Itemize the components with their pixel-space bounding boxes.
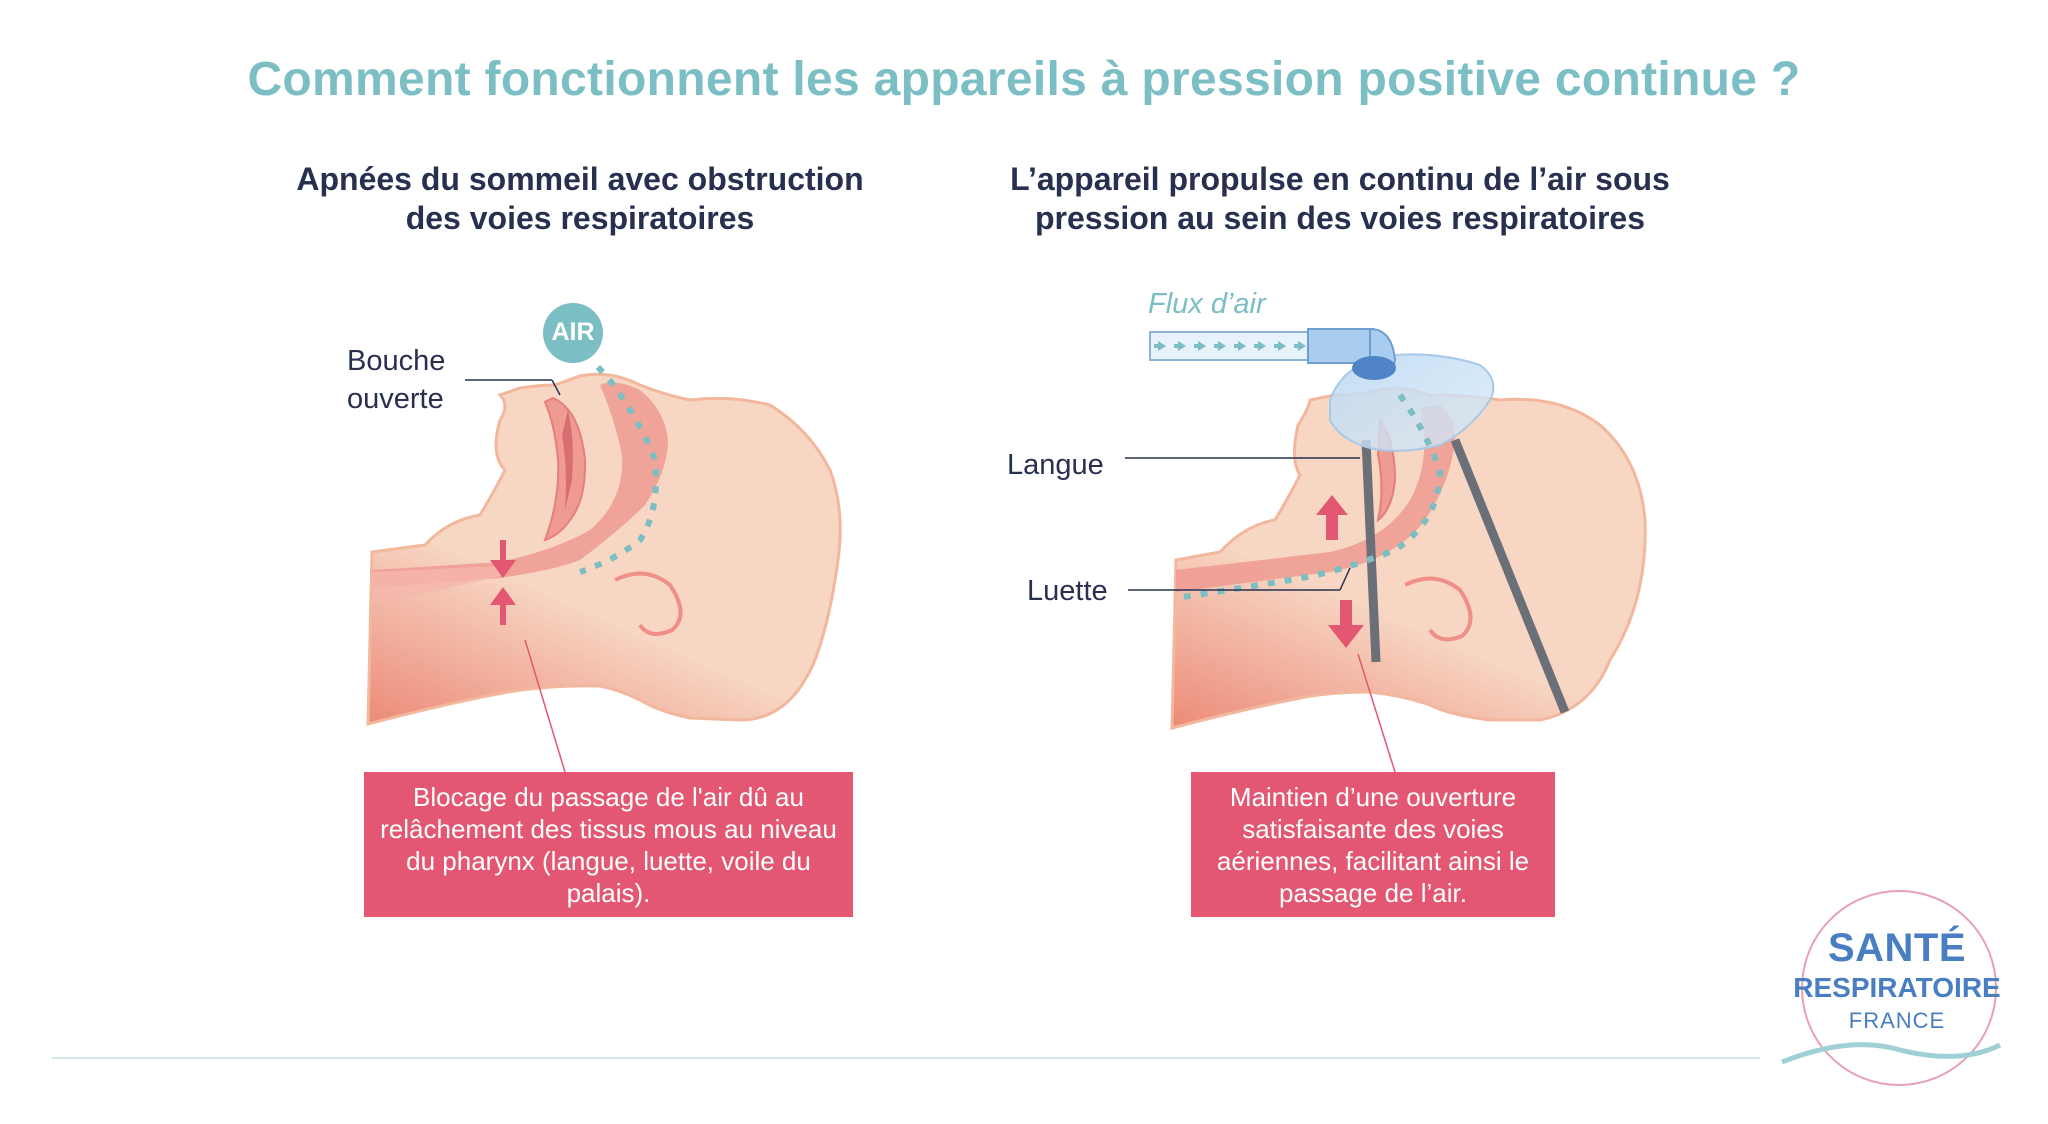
uvula-label: Luette [1027, 575, 1108, 607]
mouth-label: Bouche ouverte [347, 342, 445, 418]
flux-label: Flux d’air [1148, 288, 1266, 320]
left-heading-line1: Apnées du sommeil avec obstruction [296, 161, 864, 197]
right-callout-leader [1357, 653, 1396, 773]
mouth-label-line1: Bouche [347, 345, 446, 377]
logo-line-sante: SANTÉ [1827, 926, 1967, 970]
tongue-label: Langue [1007, 449, 1104, 481]
logo-line-respiratoire: RESPIRATOIRE [1793, 972, 2001, 1003]
logo-ring [1801, 890, 1997, 1086]
cpap-tube [1149, 327, 1397, 380]
air-badge-text: AIR [551, 318, 595, 346]
left-head [366, 364, 842, 726]
right-heading-line1: L’appareil propulse en continu de l’air … [1010, 161, 1670, 197]
mouth-leader-tick [551, 379, 561, 396]
right-heading: L’appareil propulse en continu de l’air … [960, 160, 1720, 238]
page-title: Comment fonctionnent les appareils à pre… [247, 53, 1801, 106]
uvula-leader-tick [1339, 567, 1351, 591]
logo-line-france: FRANCE [1848, 1008, 1946, 1033]
left-heading: Apnées du sommeil avec obstruction des v… [230, 160, 930, 238]
right-heading-line2: pression au sein des voies respiratoires [1034, 200, 1646, 236]
left-callout-leader [524, 639, 566, 773]
air-badge [543, 303, 603, 363]
left-heading-line2: des voies respiratoires [405, 200, 755, 236]
logo-wave [1781, 1042, 2002, 1065]
left-callout: Blocage du passage de l'air dû au relâch… [364, 772, 853, 917]
mouth-label-line2: ouverte [347, 383, 444, 415]
right-head [1170, 353, 1647, 730]
right-callout: Maintien d’une ouverture satisfaisante d… [1191, 772, 1555, 917]
